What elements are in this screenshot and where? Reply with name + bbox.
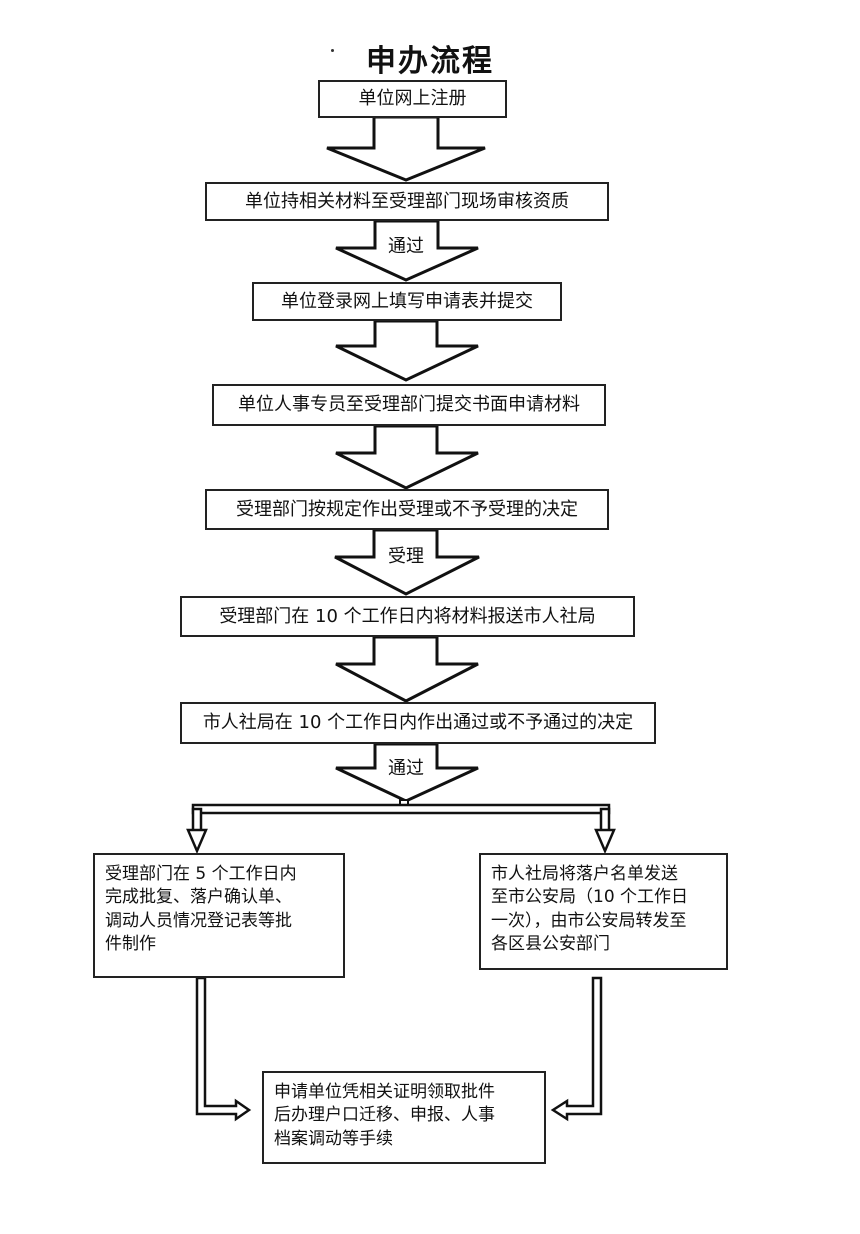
step-4-box: 单位人事专员至受理部门提交书面申请材料 — [212, 384, 606, 426]
left-branch-head — [186, 828, 208, 855]
left-branch-box: 受理部门在 5 个工作日内 完成批复、落户确认单、 调动人员情况登记表等批 件制… — [93, 853, 345, 978]
left-merge-arrow — [195, 976, 252, 1122]
arrow-label-pass-1: 通过 — [386, 232, 426, 258]
right-branch-line-3: 一次），由市公安局转发至 — [491, 910, 687, 931]
right-merge-arrow — [550, 976, 603, 1122]
step-2-box: 单位持相关材料至受理部门现场审核资质 — [205, 182, 609, 221]
final-step-line-2: 后办理户口迁移、申报、人事 — [274, 1105, 495, 1126]
right-branch-line-1: 市人社局将落户名单发送 — [491, 864, 678, 884]
step-5-box: 受理部门按规定作出受理或不予受理的决定 — [205, 489, 609, 530]
step-7-box: 市人社局在 10 个工作日内作出通过或不予通过的决定 — [180, 702, 656, 744]
split-bar — [191, 803, 611, 815]
left-branch-line-2: 完成批复、落户确认单、 — [105, 887, 292, 908]
final-step-line-1: 申请单位凭相关证明领取批件 — [274, 1082, 495, 1102]
left-branch-line-3: 调动人员情况登记表等批 — [105, 910, 292, 931]
right-branch-head — [594, 828, 616, 855]
right-branch-line-2: 至市公安局（10 个工作日 — [491, 887, 689, 908]
left-branch-line-4: 件制作 — [105, 934, 156, 955]
down-arrow-6 — [335, 635, 479, 703]
final-step-box: 申请单位凭相关证明领取批件 后办理户口迁移、申报、人事 档案调动等手续 — [262, 1071, 546, 1164]
right-branch-box: 市人社局将落户名单发送 至市公安局（10 个工作日 一次），由市公安局转发至 各… — [479, 853, 728, 970]
left-branch-line-1: 受理部门在 5 个工作日内 — [105, 864, 297, 884]
arrow-label-pass-2: 通过 — [386, 754, 426, 780]
down-arrow-3 — [335, 319, 479, 382]
step-6-box: 受理部门在 10 个工作日内将材料报送市人社局 — [180, 596, 635, 637]
step-1-box: 单位网上注册 — [318, 80, 507, 118]
down-arrow-4 — [335, 424, 479, 490]
scan-dot — [331, 49, 334, 52]
step-3-box: 单位登录网上填写申请表并提交 — [252, 282, 562, 321]
final-step-line-3: 档案调动等手续 — [274, 1128, 393, 1149]
arrow-label-accept: 受理 — [386, 542, 426, 568]
down-arrow-1 — [326, 115, 486, 182]
right-branch-line-4: 各区县公安部门 — [491, 934, 610, 955]
page-title: 申办流程 — [366, 44, 494, 79]
